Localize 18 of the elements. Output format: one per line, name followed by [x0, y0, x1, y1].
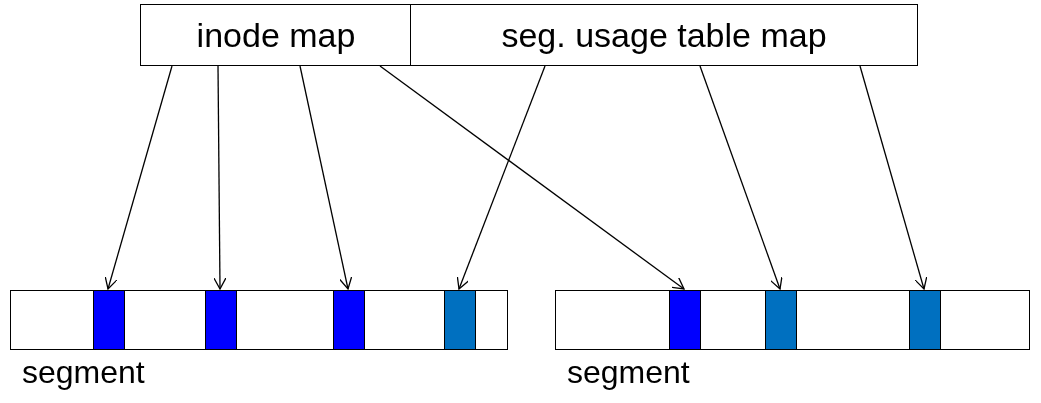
map-box: inode map: [140, 4, 412, 66]
arrow: [104, 65, 173, 290]
map-box: seg. usage table map: [410, 4, 918, 66]
block: [205, 289, 237, 350]
block: [444, 289, 476, 350]
block: [765, 289, 797, 350]
block: [93, 289, 125, 350]
arrow: [299, 65, 353, 290]
arrow: [859, 65, 928, 290]
block: [333, 289, 365, 350]
block: [909, 289, 941, 350]
arrow: [213, 65, 227, 290]
block: [669, 289, 701, 350]
arrow: [379, 65, 685, 290]
arrow: [699, 65, 783, 290]
segment-label: segment: [22, 354, 145, 391]
segment-label: segment: [567, 354, 690, 391]
arrow: [456, 65, 546, 290]
